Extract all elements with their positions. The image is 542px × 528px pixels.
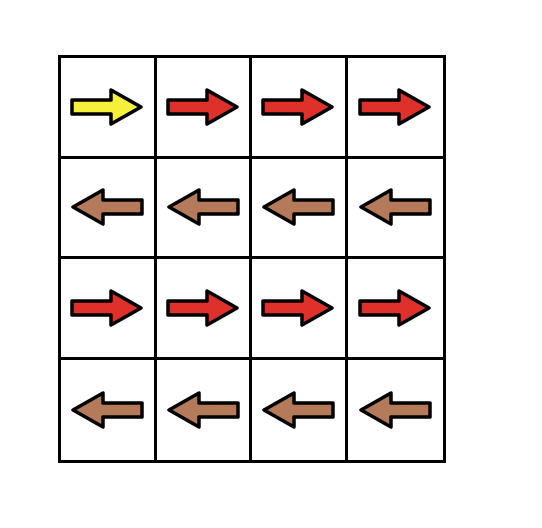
arrow-right-icon bbox=[69, 87, 145, 127]
arrow-left-icon bbox=[165, 390, 241, 430]
grid-cell[interactable] bbox=[347, 159, 443, 259]
arrow-left-icon bbox=[165, 187, 241, 227]
grid-cell[interactable] bbox=[156, 259, 252, 360]
arrow-right-icon bbox=[260, 288, 336, 328]
arrow-right-icon bbox=[69, 288, 145, 328]
arrow-left-icon bbox=[357, 187, 433, 227]
grid-cell[interactable] bbox=[61, 359, 157, 460]
arrow-right-icon bbox=[165, 288, 241, 328]
grid-cell[interactable] bbox=[157, 359, 252, 460]
grid-cell[interactable] bbox=[252, 158, 348, 259]
grid-cell[interactable] bbox=[252, 359, 348, 460]
grid-cell[interactable] bbox=[61, 158, 157, 259]
grid-cell[interactable] bbox=[252, 58, 348, 159]
arrow-left-icon bbox=[69, 390, 145, 430]
arrow-left-icon bbox=[357, 390, 433, 430]
arrow-right-icon bbox=[165, 87, 241, 127]
grid-cell[interactable] bbox=[156, 158, 252, 259]
grid-cell[interactable] bbox=[61, 259, 157, 360]
arrow-left-icon bbox=[69, 187, 145, 227]
grid-cell[interactable] bbox=[61, 58, 157, 159]
arrow-left-icon bbox=[260, 187, 336, 227]
grid-cell[interactable] bbox=[252, 259, 348, 360]
arrow-right-icon bbox=[357, 288, 433, 328]
arrow-grid-board bbox=[58, 55, 446, 463]
arrow-right-icon bbox=[260, 87, 336, 127]
grid-cell[interactable] bbox=[347, 259, 443, 360]
grid-cell[interactable] bbox=[156, 58, 252, 159]
arrow-right-icon bbox=[357, 87, 433, 127]
grid-cell[interactable] bbox=[347, 58, 443, 159]
arrow-left-icon bbox=[260, 390, 336, 430]
grid-cell[interactable] bbox=[348, 360, 444, 461]
